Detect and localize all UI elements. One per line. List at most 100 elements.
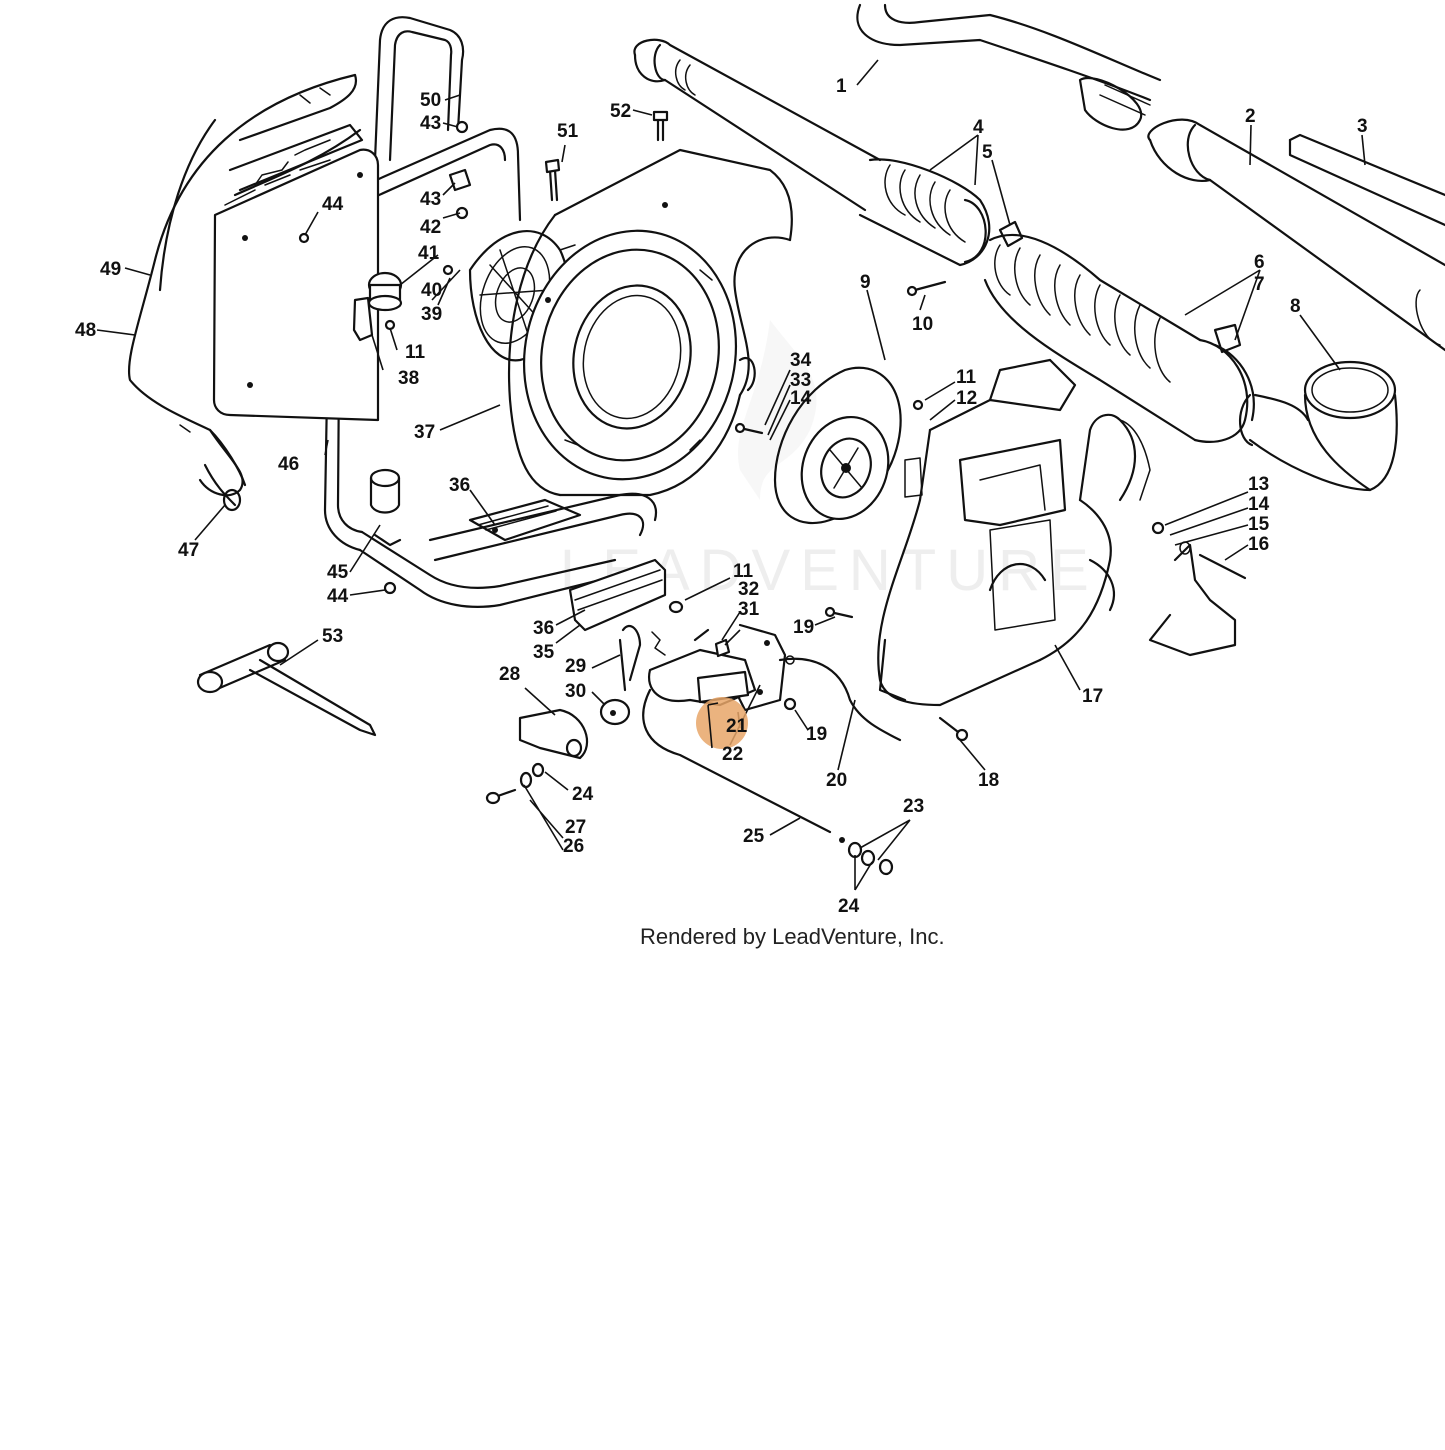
grip-part-28[interactable] <box>518 708 589 760</box>
screw-part-11a[interactable] <box>384 319 396 331</box>
screw-part-18[interactable] <box>938 716 969 742</box>
mount-rail-part-35[interactable] <box>568 558 667 632</box>
nut-part-44[interactable] <box>298 232 310 244</box>
washer-part-24a[interactable] <box>531 762 545 778</box>
callout-30[interactable]: 30 <box>565 681 586 702</box>
callout-19b[interactable]: 19 <box>806 724 827 745</box>
throttle-housing-part-22[interactable] <box>647 623 787 712</box>
callout-5[interactable]: 5 <box>982 142 993 163</box>
callout-27[interactable]: 27 <box>565 817 586 838</box>
tube-part-2[interactable] <box>1147 118 1445 352</box>
callout-38[interactable]: 38 <box>398 368 419 389</box>
callout-3[interactable]: 3 <box>1357 116 1368 137</box>
callout-18[interactable]: 18 <box>978 770 999 791</box>
callout-47[interactable]: 47 <box>178 540 199 561</box>
shoulder-strap-part-49[interactable] <box>228 123 364 197</box>
bolt-part-52[interactable] <box>652 110 669 142</box>
callout-36a[interactable]: 36 <box>449 475 470 496</box>
bolt-part-51[interactable] <box>544 158 561 202</box>
callout-6[interactable]: 6 <box>1254 252 1265 273</box>
screw-part-19b[interactable] <box>783 697 797 711</box>
washer-part-27[interactable] <box>519 771 533 789</box>
callout-10[interactable]: 10 <box>912 314 933 335</box>
mounting-plate-part-36[interactable] <box>468 498 582 542</box>
clamp-part-7[interactable] <box>1193 323 1255 443</box>
callout-7[interactable]: 7 <box>1254 274 1265 295</box>
callout-9[interactable]: 9 <box>860 272 871 293</box>
screw-part-13[interactable] <box>1151 521 1165 535</box>
callout-43b[interactable]: 43 <box>420 189 441 210</box>
nut-part-43[interactable] <box>448 168 472 192</box>
callout-29[interactable]: 29 <box>565 656 586 677</box>
callout-52[interactable]: 52 <box>610 101 631 122</box>
callout-36b[interactable]: 36 <box>533 618 554 639</box>
screw-part-19a[interactable] <box>824 606 854 619</box>
blower-housing-part-37[interactable] <box>501 148 793 499</box>
callout-17[interactable]: 17 <box>1082 686 1103 707</box>
callout-24b[interactable]: 24 <box>838 896 860 917</box>
washer-part-30[interactable] <box>599 698 631 726</box>
callout-14a[interactable]: 14 <box>790 388 812 409</box>
callout-21[interactable]: 21 <box>726 716 748 737</box>
shock-mount-part-41[interactable] <box>367 271 403 312</box>
throttle-rod-part-25[interactable] <box>642 688 832 834</box>
screw-part-40[interactable] <box>442 264 454 276</box>
callout-8[interactable]: 8 <box>1290 296 1301 317</box>
elbow-part-8[interactable] <box>1238 360 1398 492</box>
callout-11c[interactable]: 11 <box>733 561 754 582</box>
bracket-part-38[interactable] <box>352 296 374 342</box>
tube-part-1[interactable] <box>856 3 1162 131</box>
impeller-part-9[interactable] <box>773 366 902 532</box>
callout-4[interactable]: 4 <box>973 117 984 138</box>
callout-2[interactable]: 2 <box>1245 106 1256 127</box>
nut-part-42[interactable] <box>455 206 469 220</box>
nut-part-43b[interactable] <box>455 120 469 134</box>
callout-12[interactable]: 12 <box>956 388 977 409</box>
callout-49[interactable]: 49 <box>100 259 121 280</box>
callout-16[interactable]: 16 <box>1248 534 1269 555</box>
lever-part-29[interactable] <box>618 624 642 692</box>
nuts-part-23[interactable] <box>839 837 894 876</box>
callout-37[interactable]: 37 <box>414 422 435 443</box>
callout-13[interactable]: 13 <box>1248 474 1269 495</box>
frame-handle-part-50[interactable] <box>373 16 465 162</box>
bellows-hose-part-5[interactable] <box>983 220 1202 442</box>
callout-19a[interactable]: 19 <box>793 617 814 638</box>
callout-20[interactable]: 20 <box>826 770 847 791</box>
bracket-part-16[interactable] <box>1148 541 1247 657</box>
callout-26[interactable]: 26 <box>563 836 584 857</box>
back-pad-part-48[interactable] <box>127 73 358 497</box>
cable-part-20[interactable] <box>778 655 902 742</box>
callout-34[interactable]: 34 <box>790 350 812 371</box>
callout-42[interactable]: 42 <box>420 217 441 238</box>
callout-40[interactable]: 40 <box>421 280 442 301</box>
callout-1[interactable]: 1 <box>836 76 847 97</box>
nut-part-44b[interactable] <box>383 581 397 595</box>
callout-22[interactable]: 22 <box>722 744 743 765</box>
callout-11b[interactable]: 11 <box>956 367 977 388</box>
screw-part-11b[interactable] <box>912 399 924 411</box>
callout-35[interactable]: 35 <box>533 642 555 663</box>
callout-25[interactable]: 25 <box>743 826 765 847</box>
callout-45[interactable]: 45 <box>327 562 349 583</box>
callout-32[interactable]: 32 <box>738 579 759 600</box>
callout-50[interactable]: 50 <box>420 90 441 111</box>
callout-41[interactable]: 41 <box>418 243 440 264</box>
callout-53[interactable]: 53 <box>322 626 343 647</box>
tube-with-bellows-part-4[interactable] <box>633 38 991 267</box>
callout-33[interactable]: 33 <box>790 370 811 391</box>
fan-housing-part-17[interactable] <box>877 358 1151 707</box>
spark-plug-wrench-part-53[interactable] <box>196 641 377 737</box>
callout-43a[interactable]: 43 <box>420 113 441 134</box>
clip-part-11c[interactable] <box>668 600 684 614</box>
callout-44b[interactable]: 44 <box>327 586 349 607</box>
grommet-part-45[interactable] <box>369 468 402 547</box>
callout-23[interactable]: 23 <box>903 796 924 817</box>
callout-48[interactable]: 48 <box>75 320 96 341</box>
callout-14b[interactable]: 14 <box>1248 494 1270 515</box>
callout-44a[interactable]: 44 <box>322 194 344 215</box>
callout-11a[interactable]: 11 <box>405 342 426 363</box>
callout-39[interactable]: 39 <box>421 304 442 325</box>
callout-28[interactable]: 28 <box>499 664 520 685</box>
bolt-part-10[interactable] <box>906 280 947 297</box>
